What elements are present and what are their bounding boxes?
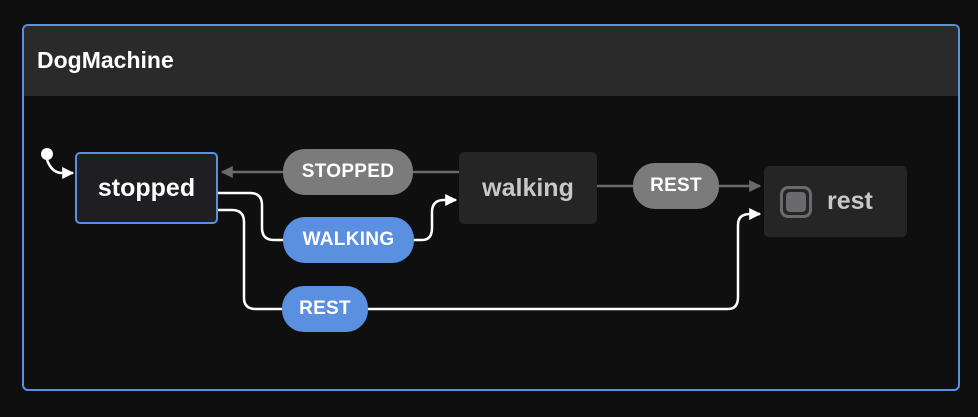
event-stopped-button[interactable]: STOPPED [283,149,413,195]
initial-state-dot [41,148,53,160]
state-walking[interactable]: walking [459,152,597,224]
machine-header: DogMachine [24,26,958,96]
state-stopped[interactable]: stopped [75,152,218,224]
machine-title: DogMachine [37,47,174,73]
state-rest[interactable]: rest [764,166,907,237]
event-walking-button[interactable]: WALKING [283,217,414,263]
event-rest-from-walking-button[interactable]: REST [633,163,719,209]
event-stopped-label: STOPPED [301,161,395,182]
final-state-icon-inner [786,191,806,212]
state-walking-label: walking [482,173,574,202]
event-rest-from-stopped-button[interactable]: REST [282,286,368,332]
edge-stopped-to-walking [218,193,456,242]
state-rest-label: rest [827,187,873,215]
edge-stopped-to-rest [218,210,760,311]
initial-transition-edge [45,159,75,179]
event-rest-from-walking-label: REST [650,175,702,196]
event-walking-label: WALKING [302,229,395,250]
final-state-icon [780,185,812,218]
event-rest-from-stopped-label: REST [299,298,351,319]
state-stopped-label: stopped [97,173,196,202]
